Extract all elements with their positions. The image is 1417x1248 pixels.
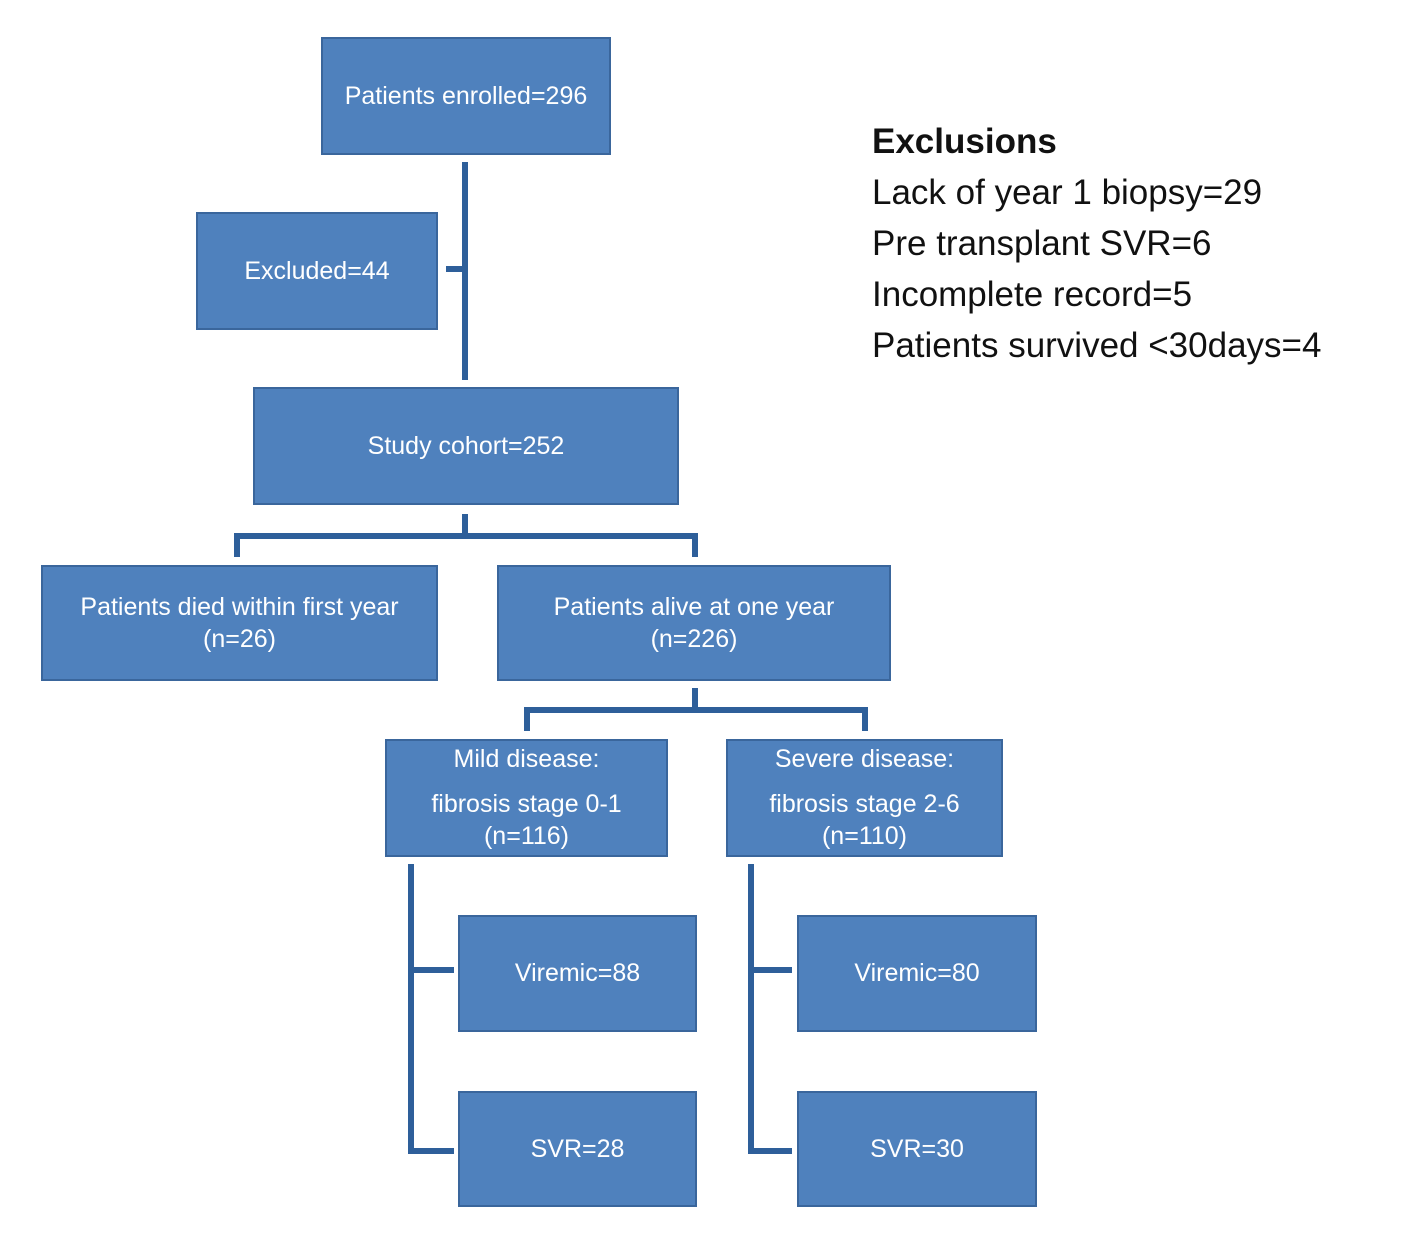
connector-cohort-stem <box>462 514 468 536</box>
connector-to-alive <box>692 533 698 557</box>
exclusions-heading: Exclusions <box>872 122 1057 161</box>
patients-died-label: Patients died within first year <box>80 592 399 621</box>
severe-viremic-label: Viremic=80 <box>854 959 980 988</box>
study-cohort-label: Study cohort=252 <box>367 431 565 460</box>
mild-svr-box: SVR=28 <box>458 1091 697 1207</box>
patients-died-count: (n=26) <box>203 625 276 653</box>
patients-alive-label: Patients alive at one year <box>553 592 835 621</box>
mild-disease-stage: fibrosis stage 0-1 <box>431 789 622 818</box>
severe-svr-box: SVR=30 <box>797 1091 1037 1207</box>
mild-svr-label: SVR=28 <box>530 1134 625 1163</box>
connector-excluded-branch <box>446 266 466 272</box>
exclusions-panel: Exclusions Lack of year 1 biopsy=29 Pre … <box>872 116 1321 371</box>
severe-disease-box: Severe disease: fibrosis stage 2-6 (n=11… <box>726 739 1003 857</box>
connector-to-died <box>234 533 240 557</box>
connector-to-mild <box>524 707 530 731</box>
patients-enrolled-label: Patients enrolled=296 <box>344 81 588 110</box>
mild-disease-box: Mild disease: fibrosis stage 0-1 (n=116) <box>385 739 668 857</box>
connector-cohort-split <box>234 533 698 539</box>
mild-disease-count: (n=116) <box>483 822 569 851</box>
patients-alive-count: (n=226) <box>650 625 738 653</box>
patients-enrolled-box: Patients enrolled=296 <box>321 37 611 155</box>
connector-mild-to-viremic <box>408 967 454 973</box>
severe-disease-stage: fibrosis stage 2-6 <box>769 789 960 818</box>
severe-disease-title: Severe disease: <box>774 745 955 774</box>
connector-mild-to-svr <box>408 1148 454 1154</box>
severe-viremic-box: Viremic=80 <box>797 915 1037 1032</box>
severe-disease-count: (n=110) <box>821 822 907 851</box>
connector-mild-vertical <box>408 864 414 1154</box>
patients-died-box: Patients died within first year (n=26) <box>41 565 438 681</box>
exclusion-item: Patients survived <30days=4 <box>872 326 1322 365</box>
patients-alive-box: Patients alive at one year (n=226) <box>497 565 891 681</box>
mild-viremic-label: Viremic=88 <box>514 959 641 988</box>
excluded-label: Excluded=44 <box>244 256 390 285</box>
connector-severe-vertical <box>748 864 754 1154</box>
mild-disease-title: Mild disease: <box>453 745 600 774</box>
exclusion-item: Incomplete record=5 <box>872 275 1193 314</box>
excluded-box: Excluded=44 <box>196 212 438 330</box>
connector-alive-stem <box>692 688 698 710</box>
mild-viremic-box: Viremic=88 <box>458 915 697 1032</box>
exclusion-item: Lack of year 1 biopsy=29 <box>872 173 1263 212</box>
exclusion-item: Pre transplant SVR=6 <box>872 224 1212 263</box>
connector-alive-split <box>524 707 868 713</box>
connector-severe-to-viremic <box>748 967 792 973</box>
severe-svr-label: SVR=30 <box>870 1134 964 1163</box>
connector-to-severe <box>862 707 868 731</box>
study-cohort-box: Study cohort=252 <box>253 387 679 505</box>
connector-severe-to-svr <box>748 1148 792 1154</box>
